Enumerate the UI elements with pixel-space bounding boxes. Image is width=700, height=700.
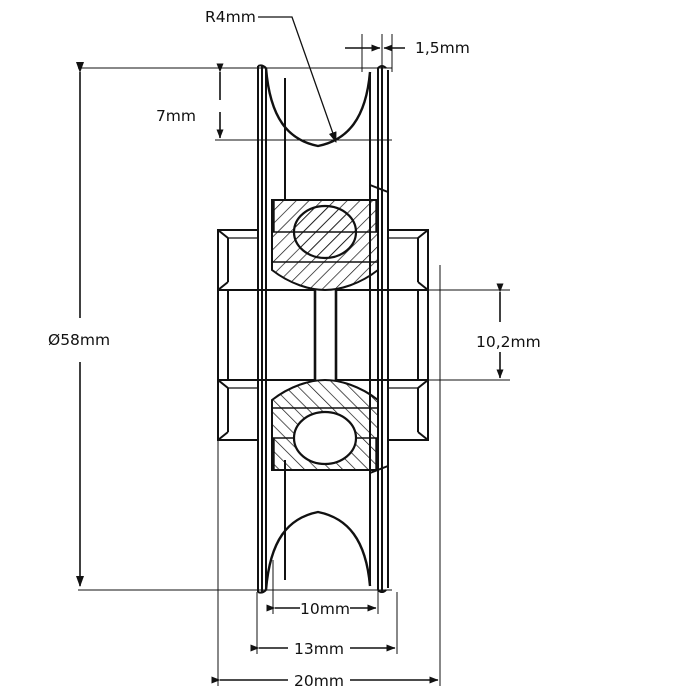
dimension-label-13mm: 13mm bbox=[294, 640, 344, 658]
extension-lines bbox=[78, 34, 510, 686]
dimension-label-7mm: 7mm bbox=[156, 107, 196, 125]
bearing-ball-upper bbox=[292, 204, 358, 260]
dimension-label-r4: R4mm bbox=[205, 8, 256, 26]
dimension-label-d58mm: Ø58mm bbox=[48, 331, 110, 349]
pulley-lower-half bbox=[257, 200, 389, 594]
dimension-label-10mm: 10mm bbox=[300, 600, 350, 618]
dimension-lines bbox=[76, 16, 504, 684]
dimension-labels: R4mm 1,5mm 7mm Ø58mm 10,2mm 10mm 13mm 20… bbox=[48, 8, 541, 690]
bearing-ball-lower bbox=[292, 410, 358, 466]
dimension-label-20mm: 20mm bbox=[294, 672, 344, 690]
dimension-label-10-2mm: 10,2mm bbox=[476, 333, 541, 351]
dimension-label-1-5mm: 1,5mm bbox=[415, 39, 470, 57]
